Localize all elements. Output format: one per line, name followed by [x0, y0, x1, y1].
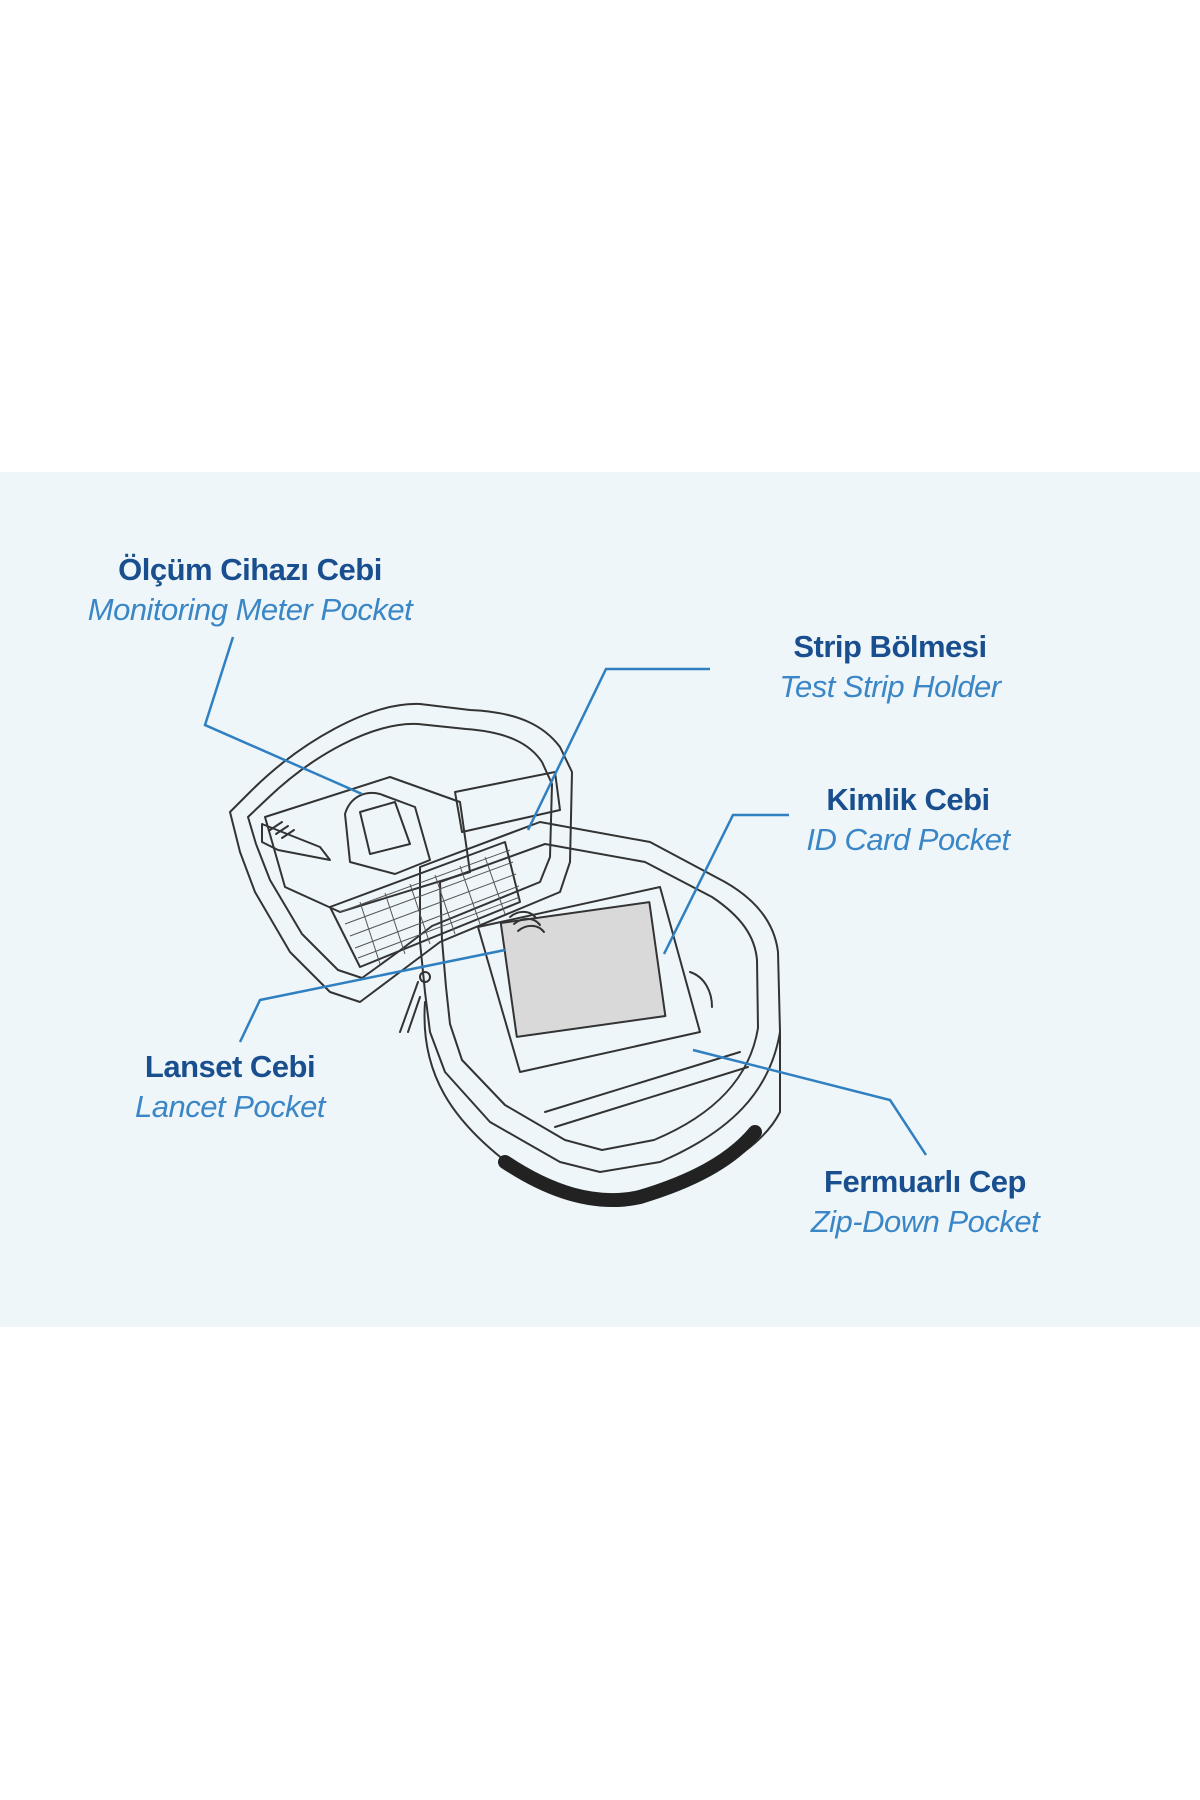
case-base	[419, 821, 781, 1173]
label-id-en: ID Card Pocket	[806, 822, 1010, 857]
case-base-inner	[439, 843, 759, 1151]
label-lancet: Lanset Cebi Lancet Pocket	[120, 1047, 340, 1127]
label-lancet-tr: Lanset Cebi	[144, 1049, 316, 1084]
zipper-pull	[399, 981, 421, 1033]
meter-device	[344, 792, 431, 875]
lancets	[509, 910, 545, 933]
label-strip-tr: Strip Bölmesi	[793, 629, 987, 664]
case-illustration	[203, 636, 928, 1208]
leader-id	[662, 813, 789, 955]
case-lid-inner	[247, 722, 553, 979]
label-id-tr: Kimlik Cebi	[826, 782, 990, 817]
case-bottom-band	[498, 1125, 762, 1208]
case-lid	[229, 702, 573, 1003]
label-zip-tr: Fermuarlı Cep	[824, 1164, 1026, 1199]
zip-pocket	[544, 1051, 749, 1128]
label-strip: Strip Bölmesi Test Strip Holder	[745, 627, 1035, 707]
label-strip-en: Test Strip Holder	[779, 669, 1001, 704]
label-meter-en: Monitoring Meter Pocket	[87, 592, 413, 627]
label-zip-en: Zip-Down Pocket	[810, 1204, 1040, 1239]
label-lancet-en: Lancet Pocket	[135, 1089, 325, 1124]
mesh-pocket	[329, 841, 521, 968]
label-meter-tr: Ölçüm Cihazı Cebi	[118, 552, 382, 587]
id-window	[477, 886, 701, 1073]
label-meter: Ölçüm Cihazı Cebi Monitoring Meter Pocke…	[80, 550, 420, 630]
leader-lancet	[238, 948, 506, 1043]
id-card	[499, 901, 667, 1038]
leader-zip	[692, 1048, 928, 1156]
diagram-panel: Ölçüm Cihazı Cebi Monitoring Meter Pocke…	[0, 472, 1200, 1327]
label-id: Kimlik Cebi ID Card Pocket	[788, 780, 1028, 860]
label-zip: Fermuarlı Cep Zip-Down Pocket	[800, 1162, 1050, 1242]
strip-tube	[454, 771, 561, 833]
lancing-device	[261, 823, 331, 861]
leader-strip	[526, 667, 710, 831]
leader-meter	[203, 636, 363, 796]
